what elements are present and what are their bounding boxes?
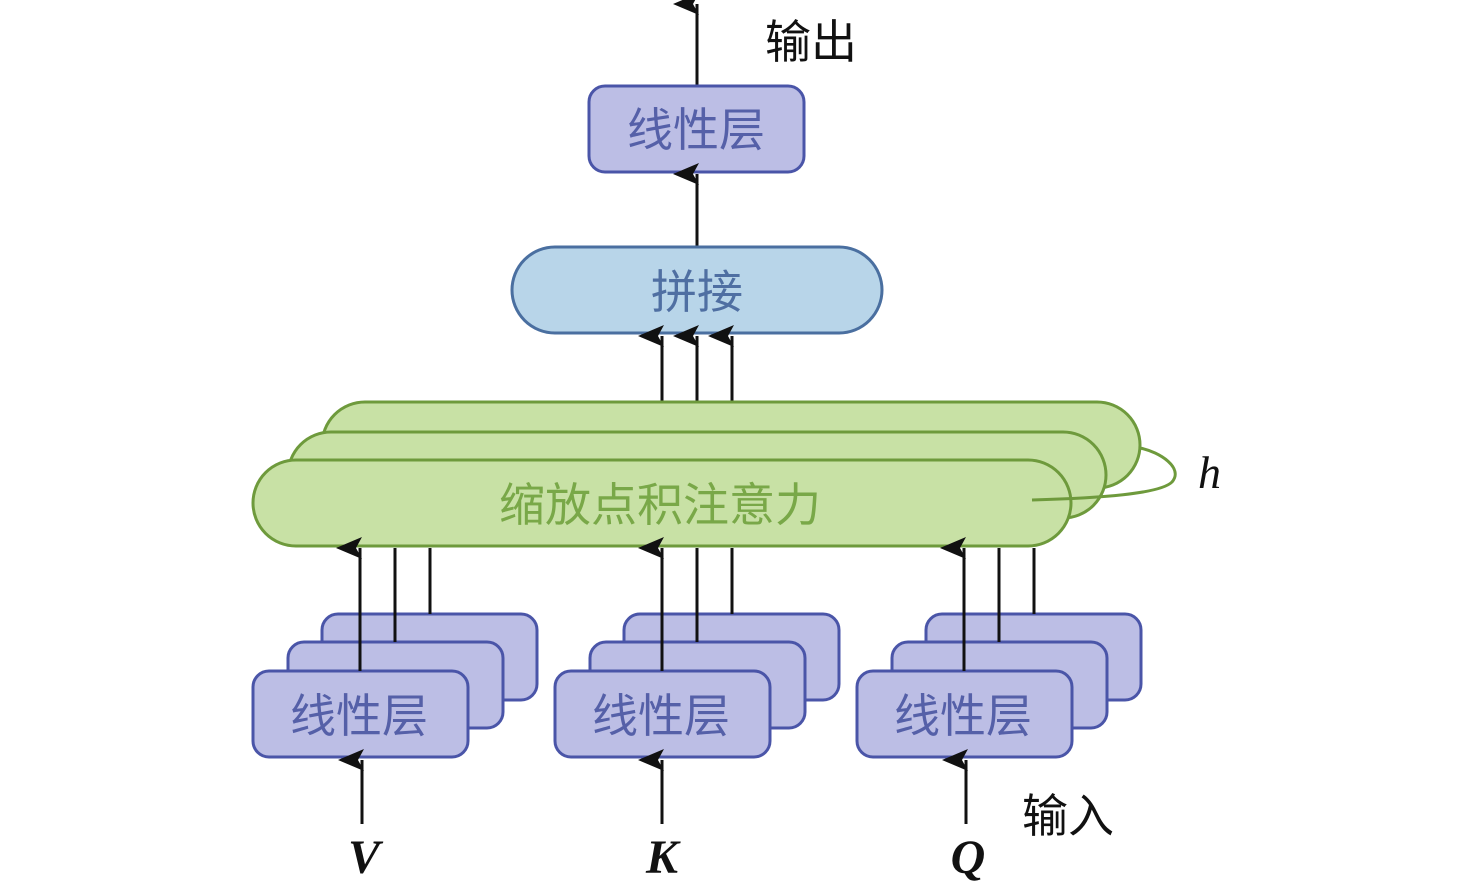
head-count-label: h <box>1198 447 1221 498</box>
input-branch-q: 线性层 Q <box>855 537 1143 884</box>
concat-label: 拼接 <box>651 265 743 319</box>
head-count-bracket <box>1031 446 1177 502</box>
attention-label: 缩放点积注意力 <box>499 478 821 532</box>
linear-layer-k-label: 线性层 <box>592 689 730 743</box>
linear-layer-q-label: 线性层 <box>894 689 1032 743</box>
final-linear-layer-label: 线性层 <box>627 103 765 157</box>
output-label: 输出 <box>765 15 857 69</box>
input-branch-k: 线性层 K <box>553 537 841 884</box>
variable-q-label: Q <box>951 831 986 884</box>
variable-v-label: V <box>348 831 384 884</box>
linear-layer-v-label: 线性层 <box>290 689 428 743</box>
variable-k-label: K <box>645 831 681 884</box>
input-branch-v: 线性层 V <box>251 537 539 884</box>
input-label: 输入 <box>1022 789 1114 843</box>
